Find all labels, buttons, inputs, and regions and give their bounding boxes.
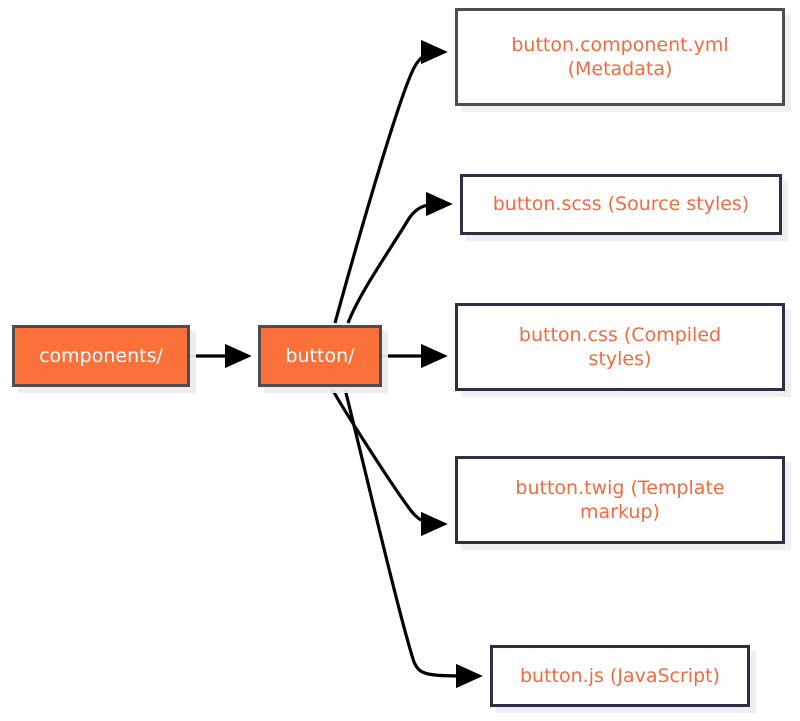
node-yml[interactable]: button.component.yml (Metadata) [455,8,785,106]
node-js-label: button.js (JavaScript) [520,664,720,687]
node-twig[interactable]: button.twig (Template markup) [455,456,785,544]
node-js[interactable]: button.js (JavaScript) [490,645,750,707]
edge-button-scss [346,191,453,324]
node-components[interactable]: components/ [12,325,190,387]
node-button-label: button/ [285,344,355,367]
edge-button-twig [330,388,448,537]
edge-button-yml [333,39,448,324]
node-components-label: components/ [39,344,163,367]
node-scss[interactable]: button.scss (Source styles) [460,174,782,235]
node-scss-label: button.scss (Source styles) [492,193,750,216]
node-css-label: button.css (Compiled styles) [518,323,722,370]
node-button[interactable]: button/ [258,325,382,387]
node-css[interactable]: button.css (Compiled styles) [455,303,785,391]
node-yml-label: button.component.yml (Metadata) [511,33,729,80]
node-twig-label: button.twig (Template markup) [515,476,725,523]
